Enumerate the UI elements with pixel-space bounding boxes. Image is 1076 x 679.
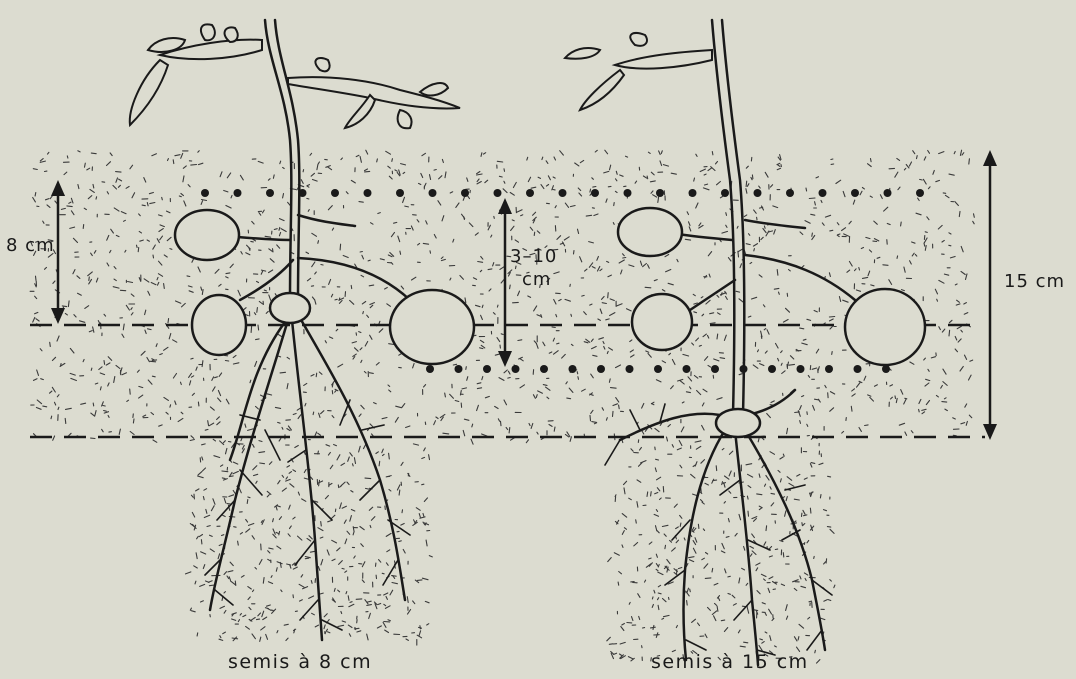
label-depth-8cm: 8 cm — [6, 235, 55, 256]
seed-tuber-left — [270, 293, 310, 323]
plant-left — [130, 20, 474, 640]
foliage-right — [565, 33, 712, 110]
label-depth-15cm: 15 cm — [1004, 271, 1065, 292]
stem-right — [712, 20, 734, 415]
arrow-15cm — [983, 150, 997, 440]
caption-right: semis à 15 cm — [651, 651, 809, 673]
tuber-left-3 — [390, 290, 474, 364]
tuber-right-2 — [632, 294, 692, 350]
caption-left: semis à 8 cm — [228, 651, 372, 673]
seed-tuber-right — [716, 409, 760, 437]
soil-texture — [30, 150, 974, 663]
tuber-right-1 — [618, 208, 682, 256]
label-range-line2: cm — [522, 269, 551, 290]
label-range-line1: 3–10 — [510, 246, 557, 267]
stem-left — [265, 20, 291, 300]
tuber-zone-dots — [201, 189, 924, 373]
plant-right — [565, 20, 925, 665]
tuber-right-3 — [845, 289, 925, 365]
tuber-left-1 — [175, 210, 239, 260]
tuber-left-2 — [192, 295, 246, 355]
